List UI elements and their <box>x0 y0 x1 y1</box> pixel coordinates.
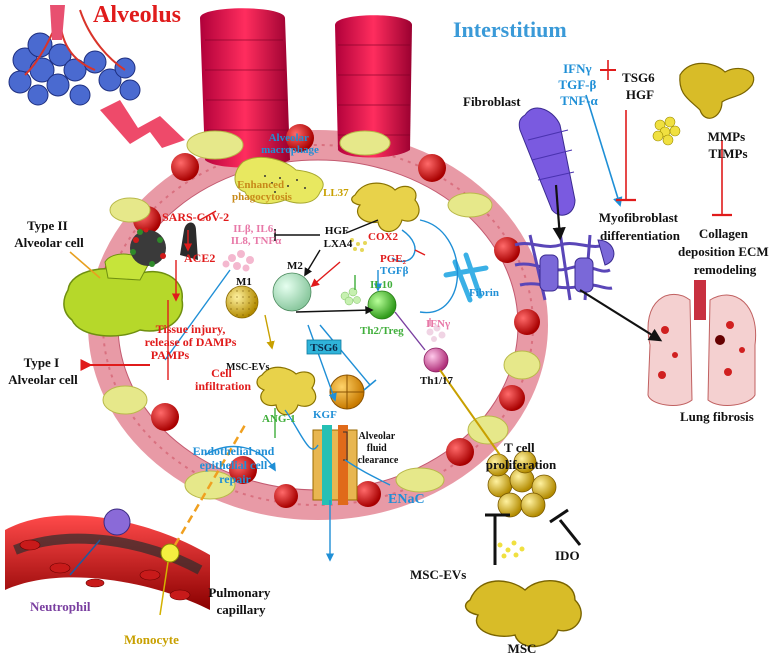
label-ll37: LL37 <box>323 187 349 199</box>
label-neutrophil: Neutrophil <box>30 599 91 614</box>
th1-17-cell <box>423 347 449 373</box>
epithelial-progenitor-cell <box>329 374 365 410</box>
label-pge2: PGE₂ <box>380 253 407 265</box>
alveoli-cluster-illustration <box>8 5 141 106</box>
label-ang1: ANG-1 <box>262 413 296 425</box>
fibroblast-cell <box>518 107 576 216</box>
m1-texture <box>226 286 258 318</box>
label-ifng-inner: IFNγ <box>426 318 450 330</box>
monocyte-cell <box>160 543 180 563</box>
monocyte-migration-line <box>173 424 247 546</box>
label-t-cell-prolif: T cell proliferation <box>486 440 557 472</box>
heading-interstitium: Interstitium <box>453 17 567 42</box>
label-myofibroblast: Myofibroblast differentiation <box>599 210 681 243</box>
th-to-tcell-line <box>439 369 501 456</box>
tsg6-box-label: TSG6 <box>310 342 338 354</box>
il10-particles <box>340 287 361 306</box>
inner-arrows <box>164 210 459 562</box>
m2-macrophage <box>272 272 312 312</box>
label-cytokines: ILβ, IL6, IL8, TNFα <box>231 223 282 247</box>
th2-treg-cell <box>367 290 397 320</box>
type-i-cells <box>102 130 541 500</box>
label-mmps-timps: MMPs TIMPs <box>708 129 749 161</box>
label-tsg6-hgf: TSG6 HGF <box>622 70 658 102</box>
label-lung-fibrosis: Lung fibrosis <box>680 409 754 424</box>
label-th2-treg: Th2/Treg <box>360 325 404 337</box>
label-alveolar-macrophage: Alveolar macrophage <box>261 132 319 156</box>
msc-ev-particles <box>497 540 525 559</box>
myofibroblast-cells <box>539 239 615 293</box>
label-fibroblast: Fibroblast <box>463 94 521 109</box>
label-enhanced-phagocytosis: Enhanced phagocytosis <box>232 179 293 203</box>
suppression-markers <box>485 508 582 565</box>
label-tgfb-inner: TGFβ <box>380 265 409 277</box>
type2-pointer <box>69 251 101 279</box>
pge2-particles <box>350 238 367 252</box>
label-cox2: COX2 <box>368 231 398 243</box>
label-monocyte: Monocyte <box>124 632 179 647</box>
heading-alveolus: Alveolus <box>93 2 181 28</box>
label-th1-17: Th1/17 <box>420 375 454 387</box>
label-type2-cell: Type II Alveolar cell <box>14 218 84 250</box>
ifng-particles <box>426 324 446 342</box>
label-tissue-injury: Tissue injury, release of DAMPs PAMPs <box>145 322 240 362</box>
label-msc-evs-outer: MSC-EVs <box>410 567 466 582</box>
neutrophil-pointer <box>69 539 101 576</box>
pulmonary-capillary-vessel <box>5 515 210 610</box>
label-il10: IL10 <box>370 279 393 291</box>
monocyte-pointer <box>159 561 169 616</box>
type-ii-alveolar-cell <box>63 253 184 337</box>
zoom-arrow <box>100 100 185 148</box>
label-msc: MSC <box>508 641 537 656</box>
label-m2: M2 <box>287 260 303 272</box>
tsg6-hgf-particles <box>652 116 681 146</box>
label-cell-infiltration: Cell infiltration <box>195 366 251 393</box>
label-kgf: KGF <box>313 409 337 421</box>
label-hgf-lxa4: HGF LXA4 <box>324 225 353 250</box>
alveolar-pillars <box>200 8 412 168</box>
msc-star-top-right <box>679 62 755 119</box>
interstitium-arrows <box>552 60 732 342</box>
fibrotic-lungs <box>647 280 757 406</box>
t-cell-cluster <box>486 450 557 518</box>
alveolar-macrophage <box>234 157 324 205</box>
label-ido: IDO <box>555 548 580 563</box>
label-m1: M1 <box>236 276 252 288</box>
phagocytosis-dots <box>264 175 306 193</box>
msc-star-bottom <box>464 580 582 648</box>
label-ifng-tgfb-tnfa: IFNγ TGF-β TNF-α <box>558 61 599 108</box>
cytokine-particles <box>222 250 254 272</box>
label-ace2: ACE2 <box>184 251 215 265</box>
sars-cov2-virus <box>130 227 166 267</box>
neutrophil-cell <box>103 508 131 536</box>
label-fibrin: Fibrin <box>469 287 499 299</box>
label-pulmonary-capillary: Pulmonary capillary <box>208 585 273 617</box>
label-alveolar-fluid: Alveolar fluid clearance <box>358 431 399 466</box>
label-type1-cell: Type I Alveolar cell <box>8 355 78 387</box>
label-enac: ENaC <box>388 492 425 507</box>
label-collagen: Collagen deposition ECM remodeling <box>678 226 772 277</box>
label-msc-evs-inner: MSC-EVs <box>226 362 269 373</box>
label-endothelial-repair: Endothelial and epithelial cell repair <box>193 444 278 486</box>
msc-star-top <box>351 182 420 233</box>
label-sars-cov2: SARS-CoV-2 <box>162 210 229 224</box>
msc-star-mid <box>256 366 317 416</box>
enac-channel <box>312 425 358 505</box>
tsg6-box: TSG6 <box>306 339 342 355</box>
